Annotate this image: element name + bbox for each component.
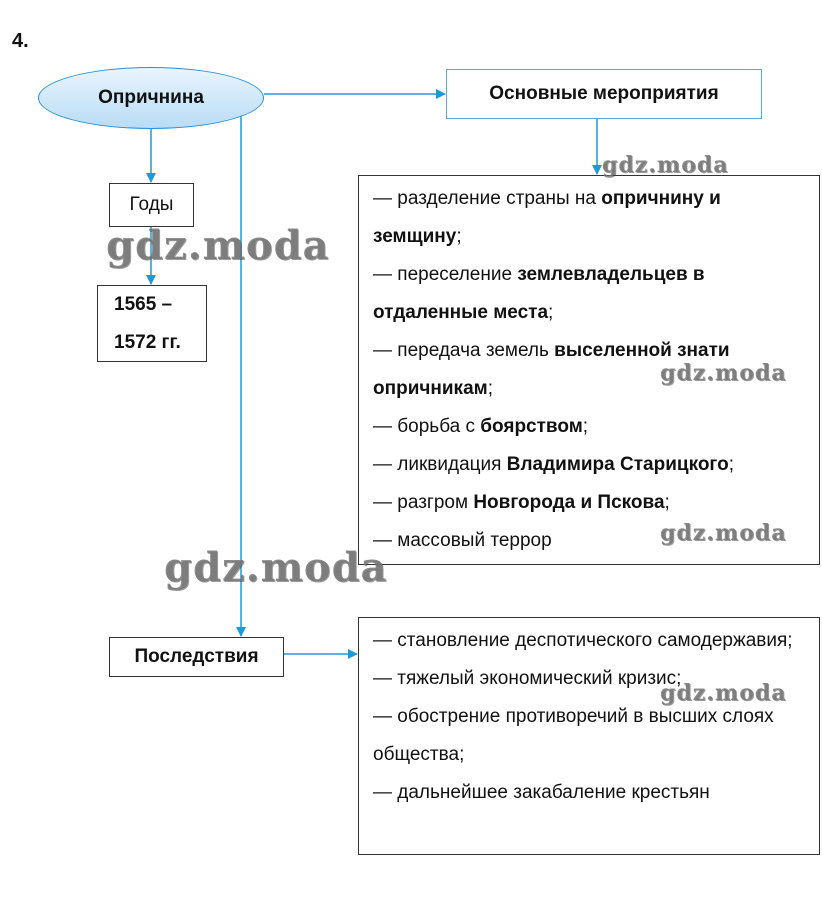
consequence-item: — тяжелый экономический кризис; (373, 668, 682, 689)
measure-item: — ликвидация Владимира Старицкого; (373, 454, 734, 475)
measure-item: — борьба с боярством; (373, 416, 589, 437)
measure-item: — переселение землевладельцев в отдаленн… (373, 264, 705, 323)
consequences-list: — становление деспотического самодержави… (358, 617, 820, 855)
measure-item: — передача земель выселенной знати оприч… (373, 340, 730, 399)
consequence-item: — дальнейшее закабаление крестьян (373, 782, 710, 803)
watermark: gdz.moda (602, 152, 729, 178)
watermark: gdz.moda (660, 680, 787, 706)
watermark: gdz.moda (660, 360, 787, 386)
consequence-item: — становление деспотического самодержави… (373, 630, 793, 651)
watermark: gdz.moda (164, 544, 388, 591)
task-number: 4. (12, 30, 29, 52)
main-measures-node: Основные мероприятия (446, 69, 762, 119)
period-line-2: 1572 гг. (114, 331, 181, 353)
measure-item: — массовый террор (373, 530, 552, 551)
watermark: gdz.moda (660, 520, 787, 546)
watermark: gdz.moda (106, 222, 330, 269)
root-oprichnina-node: Опричнина (38, 67, 264, 129)
measure-item: — разделение страны на опричнину и земщи… (373, 188, 721, 247)
period-node: 1565 – 1572 гг. (97, 285, 207, 362)
measures-list: — разделение страны на опричнину и земщи… (358, 175, 820, 565)
period-line-1: 1565 – (114, 293, 173, 315)
measure-item: — разгром Новгорода и Пскова; (373, 492, 670, 513)
consequences-node: Последствия (109, 637, 284, 677)
years-node: Годы (109, 183, 194, 227)
consequence-item: — обострение противоречий в высших слоях… (373, 706, 774, 765)
